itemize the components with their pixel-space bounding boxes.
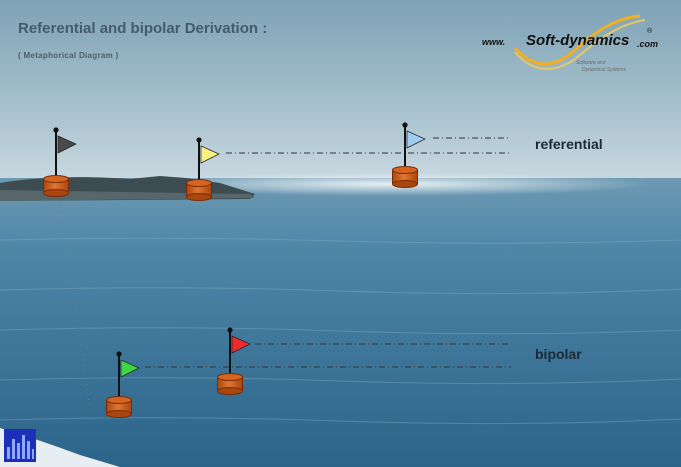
buoy-top — [106, 396, 132, 404]
logo-suffix: .com — [637, 39, 659, 49]
buoy-pole-tip — [116, 351, 122, 357]
logo-registered: ® — [647, 28, 653, 35]
buoy-referential-2 — [392, 122, 426, 188]
flag-referential-1 — [200, 145, 220, 164]
logo-tagline-2: Dynamical Systems — [582, 67, 626, 73]
buoy-top — [43, 175, 69, 183]
referential-label: referential — [535, 136, 603, 152]
sea — [0, 178, 681, 467]
buoys — [43, 122, 426, 418]
buoy-pole-tip — [402, 122, 408, 128]
buoy-pole-tip — [53, 127, 59, 133]
logo-prefix: www. — [482, 37, 506, 47]
buoy-base — [106, 410, 132, 418]
flag-bipolar-2 — [231, 335, 251, 354]
equalizer-icon[interactable] — [4, 429, 36, 462]
buoy-base — [43, 189, 69, 197]
buoy-referential-1 — [186, 137, 220, 201]
logo-name: Soft-dynamics — [526, 32, 630, 49]
soft-dynamics-logo[interactable]: www. Soft-dynamics ® .com Software and D… — [480, 10, 675, 80]
buoy-base — [217, 387, 243, 395]
buoy-top — [186, 179, 212, 187]
buoy-pole-tip — [196, 137, 202, 143]
logo-tagline-1: Software and — [576, 60, 606, 66]
flag-bipolar-1 — [120, 359, 140, 378]
waves — [0, 237, 681, 425]
buoy-top — [217, 373, 243, 381]
buoy-bipolar-2 — [217, 327, 251, 395]
buoy-base — [186, 193, 212, 201]
flag-reference — [57, 135, 77, 154]
flag-referential-2 — [406, 130, 426, 149]
measurement-lines — [145, 137, 511, 368]
buoy-bipolar-1 — [106, 351, 140, 418]
buoy-pole-tip — [227, 327, 233, 333]
page-subtitle: ( Metaphorical Diagram ) — [18, 51, 119, 60]
bipolar-label: bipolar — [535, 346, 582, 362]
sun-glare — [130, 172, 650, 196]
buoy-top — [392, 166, 418, 174]
buoy-base — [392, 180, 418, 188]
page-title: Referential and bipolar Derivation : — [18, 20, 268, 37]
buoy-reference — [43, 127, 77, 197]
logo-swoosh-icon — [513, 14, 646, 70]
sky — [0, 0, 681, 180]
reference-lead — [59, 195, 91, 411]
